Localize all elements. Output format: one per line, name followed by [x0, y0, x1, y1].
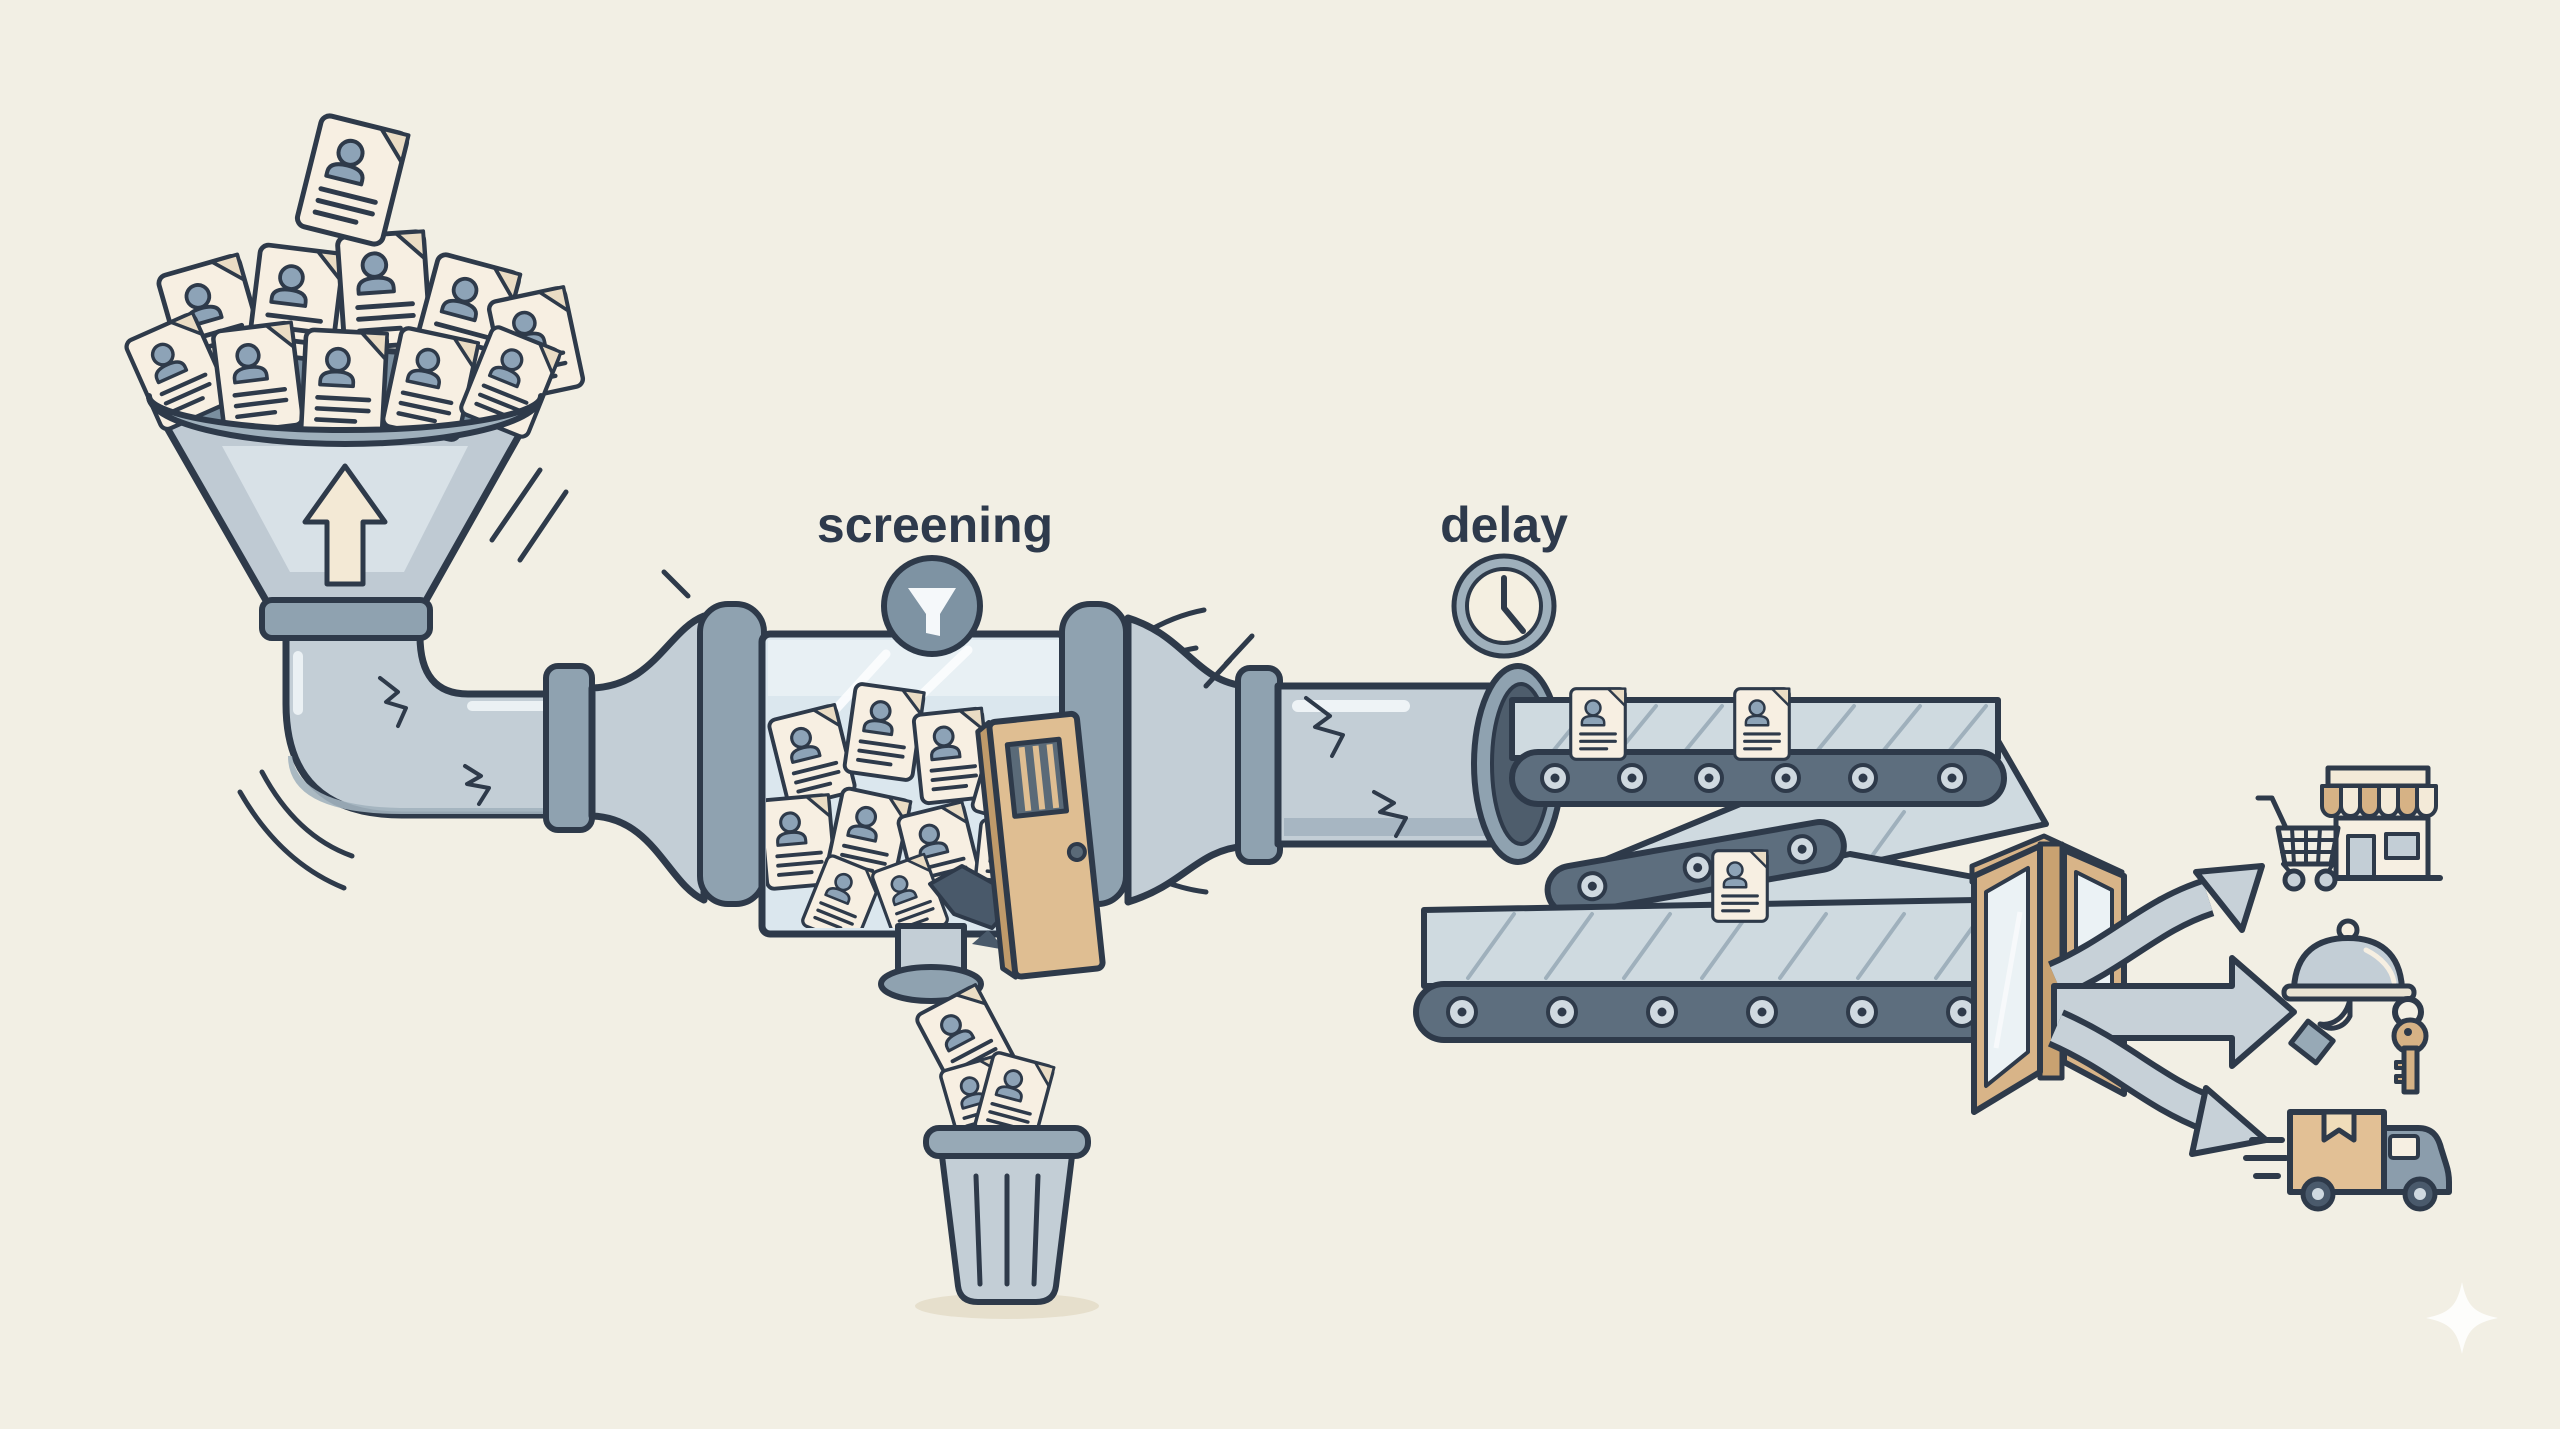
branch-arrow-icon [2193, 863, 2265, 933]
drain-collar [878, 964, 984, 1004]
intake-funnel [124, 231, 584, 641]
pipe-crack [1372, 790, 1408, 838]
resume-card-icon [212, 322, 303, 433]
belt-rollers [1577, 834, 1818, 902]
motion-lines [489, 467, 569, 563]
belt-rollers [1540, 763, 1967, 793]
chamber-collar-left [697, 601, 767, 907]
trash-can-icon [912, 982, 1099, 1319]
jail-door-icon [975, 710, 1106, 980]
sparkle-icon [2426, 1282, 2498, 1354]
resume-card-icon [301, 330, 387, 439]
resume-card-icon [1569, 687, 1627, 761]
motion-lines [237, 769, 355, 891]
screening-label: screening [817, 497, 1053, 553]
delivery-truck-icon [2243, 1109, 2452, 1212]
funnel-rim [146, 393, 544, 447]
shopping-cart-icon [2255, 795, 2341, 892]
pipe-crack [1304, 696, 1345, 758]
belt-hatching [1466, 912, 2062, 980]
delay-label: delay [1440, 497, 1568, 553]
filter-glyph [908, 588, 956, 636]
middle-belt [1544, 819, 1847, 917]
awning [2320, 784, 2438, 818]
clock-icon [1451, 553, 1557, 659]
conveyor-belt-icon [1413, 687, 2103, 1043]
food-service-cloche-icon [2281, 918, 2417, 1066]
resume-card-icon [841, 681, 927, 783]
delay-collar [1235, 665, 1283, 865]
storefront-icon [2320, 765, 2443, 881]
funnel-neck-collar [259, 597, 433, 641]
trash-rim [923, 1125, 1091, 1159]
reducer-bell-left [588, 612, 708, 904]
pipe-crack [463, 764, 491, 806]
branch-arrow-icon [2189, 1085, 2269, 1157]
resume-card-icon [1711, 849, 1769, 923]
up-arrow-icon [302, 463, 388, 587]
key-icon [2391, 996, 2429, 1095]
delay-pipe [1274, 682, 1498, 848]
motion-lines [1203, 633, 1255, 689]
branch-arrows [2047, 863, 2297, 1157]
pipe-crack [378, 676, 408, 728]
resume-card-icon [1733, 687, 1791, 761]
screening-chamber: screening [661, 497, 1209, 1004]
